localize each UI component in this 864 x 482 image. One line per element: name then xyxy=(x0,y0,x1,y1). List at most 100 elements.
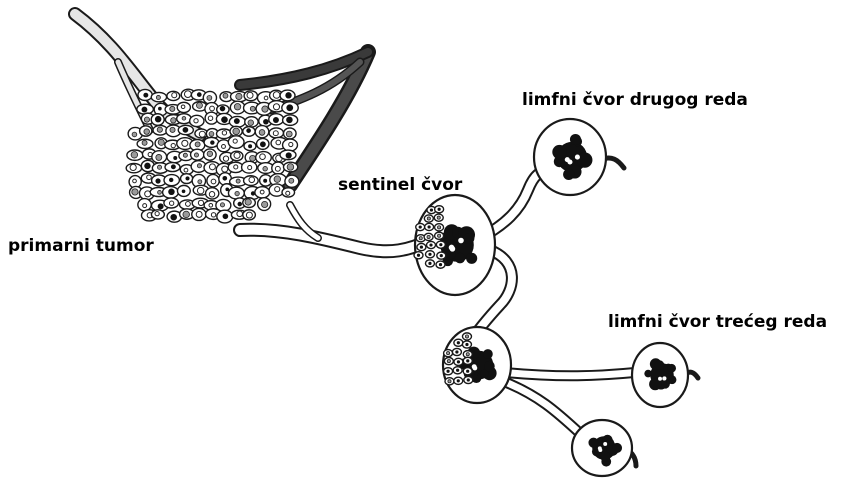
cell-nucleus xyxy=(289,178,294,183)
cell-nucleus xyxy=(194,153,198,157)
cell-nucleus xyxy=(419,237,422,240)
cell-nucleus xyxy=(222,166,228,172)
cell-nucleus xyxy=(184,91,191,98)
cell-nucleus xyxy=(234,165,238,169)
cell-nucleus xyxy=(248,166,252,170)
cell-nucleus xyxy=(437,226,440,229)
cell-nucleus xyxy=(263,166,268,171)
cell-nucleus xyxy=(183,127,189,133)
cell-nucleus xyxy=(211,179,216,184)
cell-nucleus xyxy=(417,254,420,257)
cell-nucleus xyxy=(260,141,266,147)
cell-nucleus xyxy=(246,128,251,133)
cell-nucleus xyxy=(156,95,160,99)
cell-nucleus xyxy=(196,102,202,108)
cell-nucleus xyxy=(209,203,213,207)
cell-nucleus xyxy=(144,129,150,135)
node-core-lobe xyxy=(466,253,477,264)
cell-nucleus xyxy=(448,380,451,383)
node-core-lobe xyxy=(588,438,598,448)
cell-nucleus xyxy=(273,131,278,136)
node-core-gap xyxy=(598,448,602,452)
cell-nucleus xyxy=(456,369,459,372)
node-core-lobe xyxy=(644,370,652,378)
cell-nucleus xyxy=(419,225,422,228)
cell-nucleus xyxy=(196,211,202,217)
node-core-lobe xyxy=(655,360,665,370)
second-order-node xyxy=(534,119,606,195)
cell-nucleus xyxy=(234,152,240,158)
node-core-gap xyxy=(473,366,478,371)
cell-nucleus xyxy=(465,343,468,346)
cell-nucleus xyxy=(132,189,138,195)
cell-nucleus xyxy=(130,164,136,170)
cell-nucleus xyxy=(169,201,173,205)
cell-nucleus xyxy=(198,180,202,184)
cell-nucleus xyxy=(437,234,440,237)
cell-nucleus xyxy=(171,143,175,147)
cell-nucleus xyxy=(264,96,268,100)
cell-nucleus xyxy=(183,211,190,218)
cell-nucleus xyxy=(238,202,243,207)
cell-nucleus xyxy=(420,245,423,248)
cell-nucleus xyxy=(220,106,226,112)
cell-nucleus xyxy=(199,131,205,137)
third-order-node-lower xyxy=(572,420,632,476)
cell-nucleus xyxy=(173,156,177,160)
cell-nucleus xyxy=(446,352,449,355)
cell-nucleus xyxy=(170,106,175,111)
cell-nucleus xyxy=(274,176,281,183)
cell-nucleus xyxy=(236,179,240,183)
node-core-lobe xyxy=(600,452,610,462)
cell-nucleus xyxy=(142,140,147,145)
cell-nucleus xyxy=(260,154,266,160)
cell-nucleus xyxy=(221,116,228,123)
cell-nucleus xyxy=(455,350,458,353)
node-core-lobe xyxy=(483,349,493,359)
cell-nucleus xyxy=(245,199,251,205)
cell-nucleus xyxy=(233,139,237,143)
node-core-lobe xyxy=(552,145,566,159)
third-order-node-upper xyxy=(632,343,688,407)
cell-nucleus xyxy=(457,379,460,382)
cell-nucleus xyxy=(195,142,200,147)
cell-nucleus xyxy=(437,216,440,219)
cell-nucleus xyxy=(183,153,187,157)
cell-nucleus xyxy=(263,119,269,125)
intermediate-node xyxy=(443,327,511,403)
lymph-nodes xyxy=(414,119,688,476)
cell-nucleus xyxy=(158,190,162,194)
cell-nucleus xyxy=(263,179,267,183)
cell-nucleus xyxy=(428,225,431,228)
node-core-gap xyxy=(450,246,456,252)
cell-nucleus xyxy=(220,203,224,207)
cell-nucleus xyxy=(276,140,281,145)
cell-nucleus xyxy=(446,370,449,373)
cell-nucleus xyxy=(246,212,252,218)
node-core-lobe xyxy=(612,443,622,453)
cell-nucleus xyxy=(222,145,226,149)
node-core-lobe xyxy=(577,152,592,167)
cell-nucleus xyxy=(197,187,204,194)
sentinel-node xyxy=(414,195,495,295)
cell-nucleus xyxy=(248,120,254,126)
second-order-node-label: limfni čvor drugog reda xyxy=(522,90,748,110)
cell-nucleus xyxy=(207,95,212,100)
cell-nucleus xyxy=(157,165,161,169)
cell-nucleus xyxy=(233,128,240,135)
cell-nucleus xyxy=(273,104,279,110)
cell-nucleus xyxy=(439,243,442,246)
cell-nucleus xyxy=(182,140,188,146)
cell-nucleus xyxy=(186,202,191,207)
node-core-gap xyxy=(458,238,464,244)
cell-nucleus xyxy=(467,378,470,381)
cell-nucleus xyxy=(169,178,173,182)
cell-nucleus xyxy=(198,200,203,205)
cell-nucleus xyxy=(275,166,280,171)
primary-tumor-cluster xyxy=(126,89,299,223)
node-core-gap xyxy=(603,442,607,446)
cell-nucleus xyxy=(250,155,256,161)
cell-nucleus xyxy=(170,127,175,132)
cell-nucleus xyxy=(209,192,214,197)
